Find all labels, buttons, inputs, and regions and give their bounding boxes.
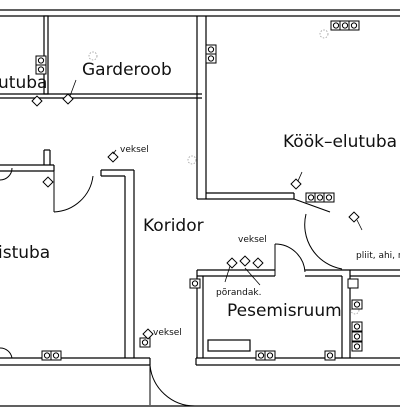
laundry-label: Pesemisruum bbox=[227, 301, 342, 321]
living-room-label: istuba bbox=[0, 243, 51, 263]
light-fixtures bbox=[88, 29, 360, 315]
switch-note-laundry: veksel bbox=[238, 235, 267, 245]
leader-lines bbox=[69, 79, 363, 286]
kitchen-living-label: Köök–elutuba bbox=[283, 132, 398, 152]
switch-note-corridor-bottom: veksel bbox=[153, 328, 182, 338]
appliance-note: pliit, ahi, no bbox=[356, 251, 400, 261]
appliance-panel bbox=[347, 278, 359, 289]
bedroom-label: utuba bbox=[0, 73, 48, 93]
doors bbox=[0, 167, 343, 407]
corridor-label: Koridor bbox=[143, 216, 204, 236]
floor-outlet-note: põrandak. bbox=[216, 288, 262, 298]
switch-note-corridor-top: veksel bbox=[120, 145, 149, 155]
wardrobe-label: Garderoob bbox=[82, 60, 172, 80]
walls bbox=[0, 9, 400, 407]
